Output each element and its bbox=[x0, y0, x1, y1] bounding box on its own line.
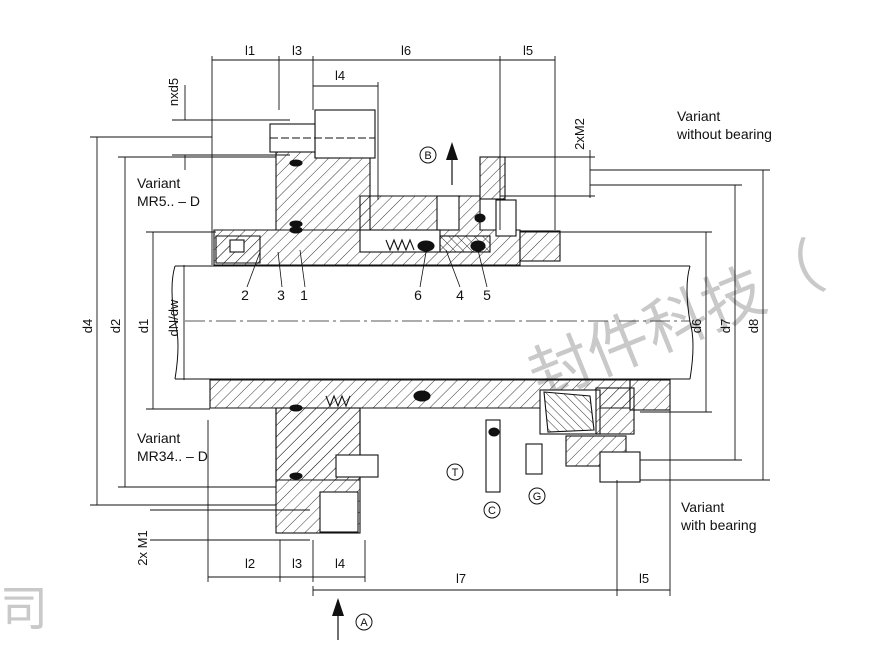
flow-arrow-B bbox=[446, 142, 458, 185]
dim-lines-top bbox=[172, 56, 595, 265]
variant-without-bearing-l1: Variant bbox=[677, 108, 720, 124]
dim-lines-diameters bbox=[90, 136, 770, 506]
watermark-text-left: 司 bbox=[0, 581, 48, 637]
part-number: 3 bbox=[277, 287, 285, 303]
variant-with-bearing-l2: with bearing bbox=[680, 517, 757, 533]
port-t-label: T bbox=[452, 467, 459, 479]
dim-l7: l7 bbox=[456, 571, 466, 586]
port-letters: B A T C G bbox=[360, 150, 541, 629]
dim-d8: d8 bbox=[746, 319, 761, 333]
dim-d1: d1 bbox=[136, 319, 151, 333]
dim-nxd5: nxd5 bbox=[166, 78, 181, 106]
shaft bbox=[171, 265, 694, 380]
dim-2xm2: 2xM2 bbox=[572, 118, 587, 150]
variant-mr5-l2: MR5.. – D bbox=[137, 193, 200, 209]
top-dim-labels: l1 l3 l6 l5 l4 nxd5 2xM2 bbox=[166, 43, 587, 150]
dim-d6: d6 bbox=[689, 319, 704, 333]
dim-l5-bottom: l5 bbox=[639, 571, 649, 586]
port-g-label: G bbox=[533, 491, 542, 503]
port-b-label: B bbox=[424, 150, 431, 162]
variant-without-bearing-l2: without bearing bbox=[676, 126, 772, 142]
dim-d2: d2 bbox=[108, 319, 123, 333]
dim-l6: l6 bbox=[401, 43, 411, 58]
port-g-circle bbox=[528, 487, 546, 505]
part-number: 1 bbox=[300, 287, 308, 303]
flow-arrow-A bbox=[332, 598, 344, 640]
variant-mr34-l2: MR34.. – D bbox=[137, 448, 208, 464]
port-c-label: C bbox=[488, 505, 496, 517]
part-number: 6 bbox=[414, 287, 422, 303]
variant-mr5-l1: Variant bbox=[137, 175, 180, 191]
part-number: 5 bbox=[483, 287, 491, 303]
part-leaders bbox=[246, 249, 488, 288]
dim-l3-bottom: l3 bbox=[292, 556, 302, 571]
dim-lines-bottom bbox=[150, 410, 671, 596]
dim-l4-bottom: l4 bbox=[335, 556, 345, 571]
dim-l2: l2 bbox=[245, 556, 255, 571]
diameter-labels: d4 d2 d1 dN/dw d6 d7 d8 bbox=[80, 299, 761, 336]
dim-2xm1: 2x M1 bbox=[135, 530, 150, 565]
part-number: 4 bbox=[456, 287, 464, 303]
variant-with-bearing-l1: Variant bbox=[681, 499, 724, 515]
dim-d4: d4 bbox=[80, 319, 95, 333]
dim-d7: d7 bbox=[718, 319, 733, 333]
bottom-dim-labels: l2 l3 l4 l7 l5 2x M1 bbox=[135, 530, 649, 586]
variant-mr34-l1: Variant bbox=[137, 430, 180, 446]
dim-l5-top: l5 bbox=[523, 43, 533, 58]
part-number: 2 bbox=[241, 287, 249, 303]
dim-l1: l1 bbox=[245, 43, 255, 58]
top-gland bbox=[213, 109, 561, 266]
port-t-circle bbox=[446, 463, 464, 481]
dim-l3-top: l3 bbox=[292, 43, 302, 58]
port-markers bbox=[355, 146, 546, 631]
bottom-gland bbox=[209, 379, 671, 534]
port-a-circle bbox=[355, 613, 373, 631]
port-c-circle bbox=[483, 501, 501, 519]
variant-labels: Variant without bearing Variant MR5.. – … bbox=[137, 108, 772, 533]
port-a-label: A bbox=[360, 617, 368, 629]
part-numbers: 2 3 1 6 4 5 bbox=[241, 287, 491, 303]
port-b-circle bbox=[419, 146, 437, 164]
dim-dn-dw: dN/dw bbox=[166, 299, 181, 336]
dim-l4-top: l4 bbox=[335, 68, 345, 83]
